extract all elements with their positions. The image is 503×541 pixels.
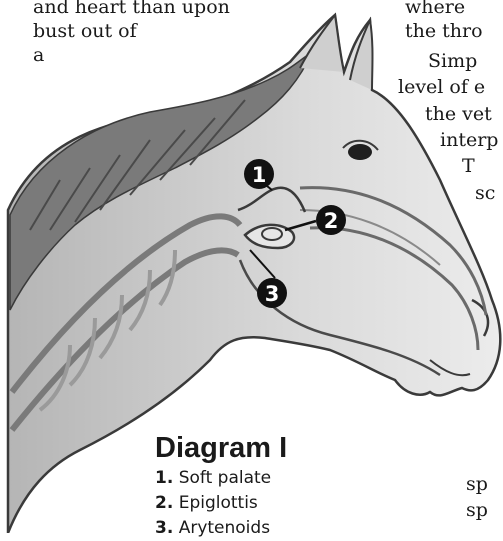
- legend-item-label: Epiglottis: [179, 493, 258, 513]
- marker-3-number: 3: [265, 282, 280, 306]
- legend-title: Diagram I: [155, 432, 287, 464]
- marker-1-number: 1: [252, 163, 267, 187]
- legend-item-label: Arytenoids: [179, 518, 270, 538]
- legend-item-soft-palate: 1. Soft palate: [155, 466, 287, 491]
- legend-item-number: 2.: [155, 493, 173, 513]
- legend-item-number: 1.: [155, 468, 173, 488]
- legend-item-arytenoids: 3. Arytenoids: [155, 516, 287, 541]
- marker-2-number: 2: [324, 209, 339, 233]
- eye: [348, 144, 372, 160]
- legend-item-epiglottis: 2. Epiglottis: [155, 491, 287, 516]
- diagram-legend: Diagram I 1. Soft palate 2. Epiglottis 3…: [155, 432, 287, 541]
- legend-item-label: Soft palate: [179, 468, 271, 488]
- legend-item-number: 3.: [155, 518, 173, 538]
